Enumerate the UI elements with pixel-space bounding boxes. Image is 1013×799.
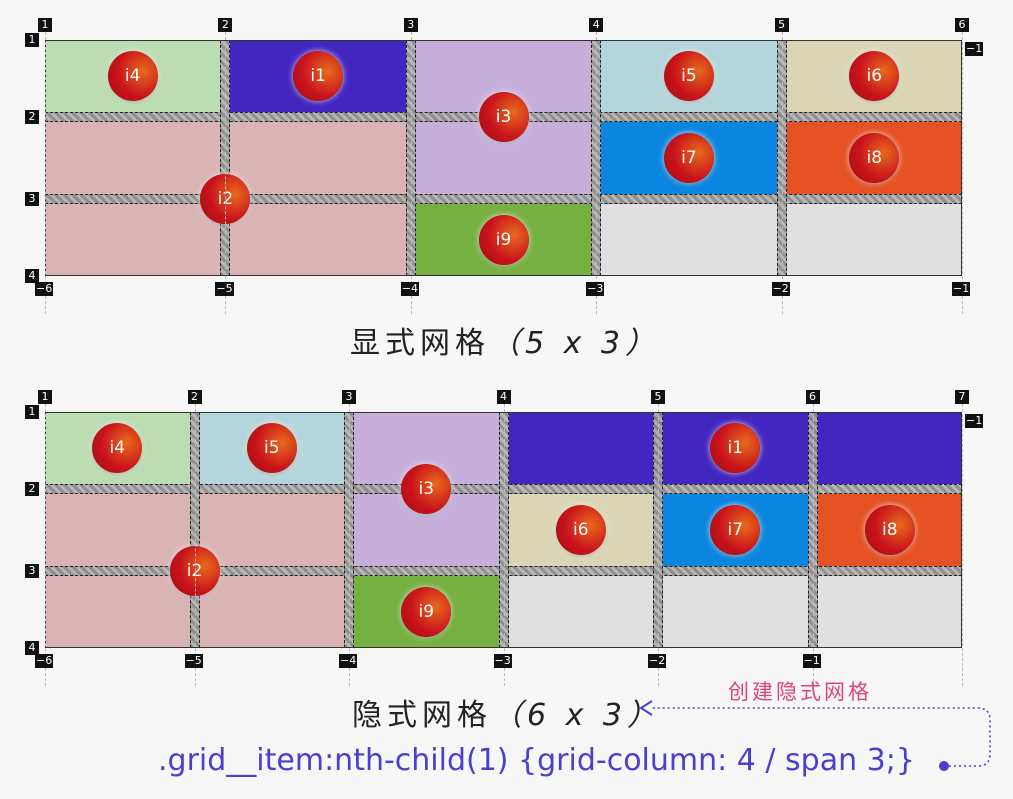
explicit-column-line-positive: 5: [774, 18, 789, 32]
implicit-column-line-tick: [194, 404, 196, 686]
implicit-column-line-negative: −5: [184, 654, 203, 668]
explicit-row-line-positive: 4: [25, 269, 39, 283]
implicit-column-line-negative: −1: [802, 654, 821, 668]
implicit-caption-text: 隐式网格: [352, 698, 492, 733]
explicit-badge-i9: i9: [478, 215, 529, 265]
dotted-connector-line: [650, 707, 991, 767]
implicit-badge-i3: i3: [401, 464, 452, 514]
explicit-column-line-negative: −3: [586, 282, 605, 296]
implicit-column-line-tick: [658, 404, 659, 686]
implicit-column-line-negative: −3: [493, 654, 512, 668]
explicit-row-line-positive: 3: [25, 192, 39, 206]
implicit-column-line-tick: [812, 404, 814, 686]
explicit-column-line-negative: −1: [952, 282, 971, 296]
explicit-column-line-positive: 3: [403, 18, 418, 32]
implicit-column-line-tick: [45, 404, 46, 686]
implicit-row-line-positive: 1: [25, 405, 39, 419]
explicit-empty-cell: [786, 204, 962, 276]
explicit-grid-caption: 显式网格（5 x 3）: [350, 318, 660, 362]
implicit-row-line-positive: 2: [25, 482, 39, 496]
implicit-caption-dimensions: （6 x 3）: [492, 698, 662, 733]
explicit-row-line-positive: 2: [25, 110, 39, 124]
implicit-badge-i1: i1: [710, 423, 761, 473]
explicit-badge-i7: i7: [663, 133, 714, 183]
implicit-empty-cell: [817, 576, 962, 648]
implicit-badge-i7: i7: [710, 505, 761, 555]
connector-dot-icon: [939, 761, 949, 771]
implicit-grid-caption: 隐式网格（6 x 3）: [352, 690, 662, 734]
implicit-column-line-negative: −6: [35, 654, 54, 668]
explicit-row-line-negative: −1: [965, 42, 984, 56]
explicit-column-line-negative: −4: [400, 282, 420, 296]
explicit-row-line-positive: 1: [25, 33, 39, 47]
css-code-line: .grid__item:nth-child(1) {grid-column: 4…: [158, 743, 915, 778]
implicit-column-line-positive: 3: [342, 390, 356, 404]
explicit-column-line-negative: −2: [771, 282, 790, 296]
explicit-badge-i6: i6: [849, 51, 900, 101]
explicit-badge-i3: i3: [478, 92, 529, 142]
explicit-column-line-tick: [781, 32, 783, 314]
explicit-badge-i1: i1: [293, 51, 344, 101]
implicit-column-line-negative: −2: [648, 654, 667, 668]
create-implicit-grid-note: 创建隐式网格: [728, 680, 872, 704]
explicit-column-line-positive: 6: [955, 18, 969, 32]
explicit-column-line-tick: [410, 32, 412, 314]
implicit-column-line-negative: −4: [339, 654, 358, 668]
implicit-badge-i9: i9: [401, 587, 452, 637]
explicit-column-line-positive: 2: [218, 18, 233, 32]
implicit-badge-i5: i5: [246, 423, 297, 473]
implicit-column-line-positive: 7: [955, 390, 969, 404]
explicit-row-gap: [45, 194, 962, 204]
implicit-column-line-tick: [349, 404, 350, 686]
explicit-column-line-negative: −5: [215, 282, 234, 296]
implicit-column-line-tick: [503, 404, 505, 686]
explicit-empty-cell: [601, 204, 777, 276]
implicit-column-line-positive: 2: [187, 390, 202, 404]
explicit-column-line-positive: 1: [38, 18, 52, 32]
explicit-column-line-tick: [225, 32, 227, 314]
implicit-badge-i4: i4: [92, 423, 143, 473]
explicit-badge-i8: i8: [849, 133, 900, 183]
explicit-column-line-positive: 4: [589, 18, 604, 32]
implicit-column-line-positive: 6: [805, 390, 820, 404]
implicit-empty-cell: [508, 576, 653, 648]
implicit-column-line-positive: 4: [496, 390, 511, 404]
explicit-badge-i4: i4: [107, 51, 158, 101]
explicit-column-line-negative: −6: [35, 282, 54, 296]
explicit-badge-i5: i5: [663, 51, 714, 101]
explicit-caption-text: 显式网格: [350, 326, 490, 361]
implicit-empty-cell: [663, 576, 808, 648]
implicit-badge-i6: i6: [555, 505, 606, 555]
implicit-badge-i8: i8: [864, 505, 915, 555]
explicit-column-line-tick: [962, 32, 963, 314]
explicit-caption-dimensions: （5 x 3）: [490, 326, 660, 361]
implicit-row-line-negative: −1: [965, 414, 984, 428]
arrow-head-icon: [639, 700, 653, 716]
implicit-column-line-tick: [962, 404, 963, 686]
implicit-column-line-positive: 1: [38, 390, 52, 404]
implicit-column-line-positive: 5: [651, 390, 665, 404]
implicit-row-line-positive: 4: [25, 641, 39, 655]
explicit-column-line-tick: [596, 32, 598, 314]
implicit-row-line-positive: 3: [25, 564, 39, 578]
explicit-column-line-tick: [45, 32, 46, 314]
